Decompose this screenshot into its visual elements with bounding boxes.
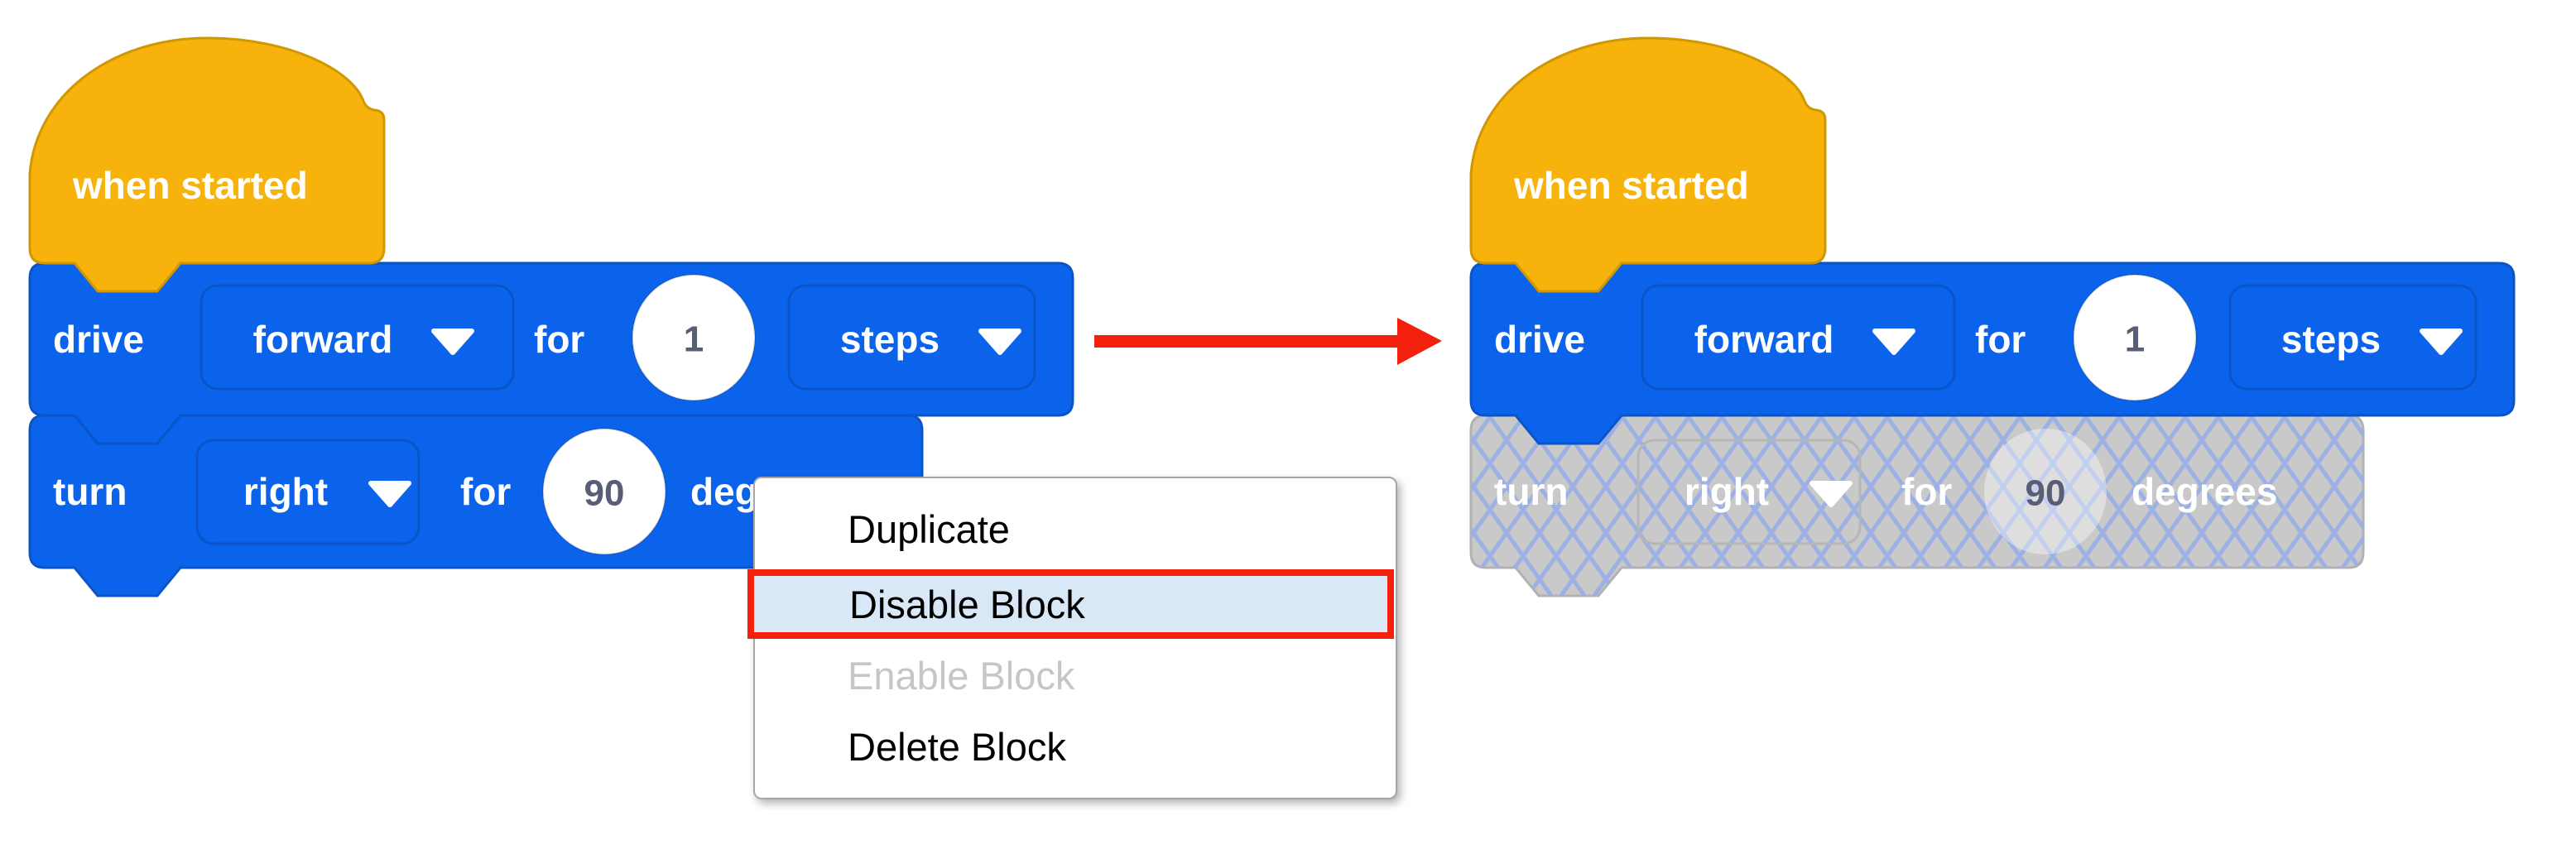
menu-item-disable-block[interactable]: Disable Block — [849, 582, 1085, 626]
dropdown-arrow-icon — [1809, 481, 1853, 507]
menu-item-enable-block: Enable Block — [848, 654, 1075, 698]
annotation-red-box: Disable Block — [747, 569, 1394, 639]
dropdown-arrow-icon — [368, 481, 411, 507]
drive-direction-value: forward — [1694, 318, 1834, 361]
drive-unit-dropdown[interactable]: steps — [787, 284, 1036, 391]
turn-block-right-disabled[interactable]: turn right for 90 degrees — [1469, 414, 2365, 597]
when-started-hat-block-left[interactable]: when started — [28, 36, 386, 293]
drive-direction-value: forward — [253, 318, 393, 361]
drive-distance-value: 1 — [684, 319, 704, 360]
drive-verb-label: drive — [53, 318, 144, 361]
turn-angle-input[interactable]: 90 — [1984, 429, 2107, 554]
drive-distance-value: 1 — [2125, 319, 2145, 360]
when-started-label: when started — [72, 164, 308, 207]
drive-block-right[interactable]: drive forward for 1 steps — [1469, 261, 2516, 445]
menu-item-duplicate[interactable]: Duplicate — [848, 507, 1010, 551]
turn-unit-label: degrees — [2131, 470, 2277, 513]
menu-item-delete-block[interactable]: Delete Block — [848, 725, 1066, 769]
dropdown-arrow-icon — [1872, 329, 1915, 355]
turn-direction-value: right — [243, 470, 328, 513]
drive-for-label: for — [534, 318, 584, 361]
drive-for-label: for — [1975, 318, 2026, 361]
drive-block-left[interactable]: drive forward for 1 steps — [28, 261, 1074, 445]
drive-distance-input[interactable]: 1 — [632, 274, 756, 401]
dropdown-arrow-icon — [2420, 329, 2463, 355]
drive-direction-dropdown[interactable]: forward — [1641, 284, 1956, 391]
drive-unit-dropdown[interactable]: steps — [2228, 284, 2477, 391]
drive-direction-dropdown[interactable]: forward — [199, 284, 515, 391]
turn-for-label: for — [1901, 470, 1952, 513]
turn-for-label: for — [460, 470, 511, 513]
turn-direction-value: right — [1684, 470, 1769, 513]
red-arrow-right-icon — [1094, 318, 1442, 365]
dropdown-arrow-icon — [431, 329, 474, 355]
drive-verb-label: drive — [1494, 318, 1585, 361]
turn-verb-label: turn — [1494, 470, 1568, 513]
when-started-hat-left-body[interactable] — [28, 36, 386, 293]
when-started-hat-right-body[interactable] — [1469, 36, 1827, 293]
turn-direction-dropdown[interactable]: right — [1636, 439, 1862, 545]
dropdown-arrow-icon — [978, 329, 1021, 355]
turn-angle-value: 90 — [2026, 473, 2066, 514]
drive-distance-input[interactable]: 1 — [2073, 274, 2197, 401]
turn-verb-label: turn — [53, 470, 127, 513]
when-started-label: when started — [1513, 164, 1749, 207]
turn-angle-value: 90 — [584, 473, 625, 514]
when-started-hat-block-right[interactable]: when started — [1469, 36, 1827, 293]
drive-unit-value: steps — [2281, 318, 2381, 361]
disabled-crosshatch-overlay — [1471, 415, 2363, 596]
turn-direction-dropdown[interactable]: right — [195, 439, 421, 545]
drive-unit-value: steps — [840, 318, 940, 361]
turn-angle-input[interactable]: 90 — [542, 428, 666, 555]
